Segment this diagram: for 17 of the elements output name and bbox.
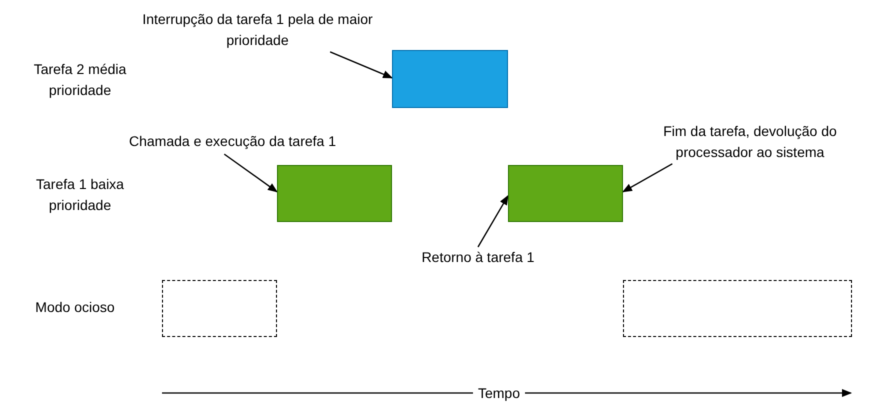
axis-label: Tempo <box>473 385 525 402</box>
arrow <box>622 163 673 192</box>
idle-bar <box>623 280 852 337</box>
annotation-text: Retorno à tarefa 1 <box>400 247 556 268</box>
row-label: Modo ocioso <box>34 298 116 317</box>
annotation-text: Interrupção da tarefa 1 pela de maior prioridade <box>120 9 395 51</box>
task-bar <box>392 50 508 108</box>
row-label: Tarefa 2 média prioridade <box>32 60 128 100</box>
task-bar <box>508 165 623 222</box>
row-label: Tarefa 1 baixa prioridade <box>35 175 125 215</box>
arrow <box>477 194 509 248</box>
annotation-text: Chamada e execução da tarefa 1 <box>95 131 370 152</box>
annotation-text: Fim da tarefa, devolução do processador ao sistema <box>645 121 855 163</box>
task-bar <box>277 165 392 222</box>
arrow <box>224 154 278 192</box>
idle-bar <box>162 280 277 337</box>
arrow <box>330 51 393 78</box>
